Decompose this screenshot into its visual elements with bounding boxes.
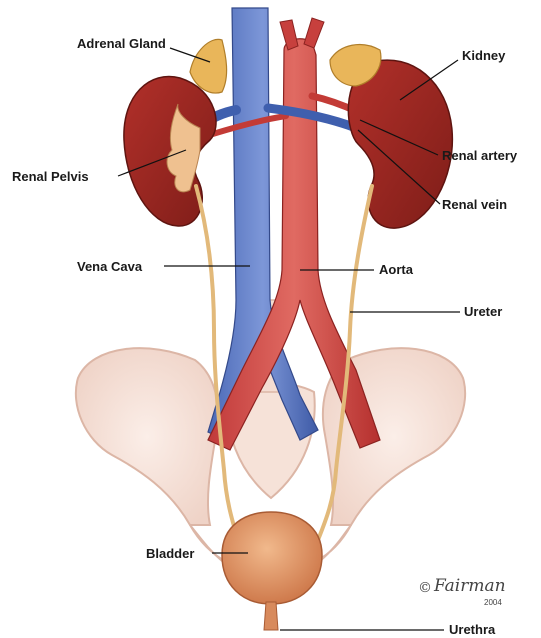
right-kidney <box>348 60 452 228</box>
bladder <box>222 512 322 630</box>
label-kidney: Kidney <box>462 48 505 63</box>
label-vena-cava: Vena Cava <box>77 259 142 274</box>
renal-vessels <box>195 96 358 138</box>
left-iliac-bone <box>76 348 218 525</box>
urethra <box>264 602 278 630</box>
label-renal-artery: Renal artery <box>442 148 517 163</box>
label-renal-pelvis: Renal Pelvis <box>12 169 89 184</box>
label-ureter: Ureter <box>464 304 502 319</box>
signature-year: 2004 <box>484 598 502 607</box>
label-bladder: Bladder <box>146 546 194 561</box>
label-renal-vein: Renal vein <box>442 197 507 212</box>
copyright-symbol: © <box>418 580 432 596</box>
artist-signature: Fairman <box>434 576 506 596</box>
label-aorta: Aorta <box>379 262 413 277</box>
label-urethra: Urethra <box>449 622 495 637</box>
label-adrenal-gland: Adrenal Gland <box>77 36 166 51</box>
